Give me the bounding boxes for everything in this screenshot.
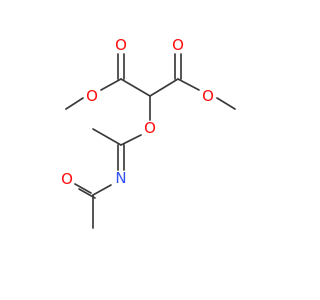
oxygen-atom-right-carbonyl: O [172, 36, 184, 54]
oxygen-atom-left-carbonyl: O [115, 36, 127, 54]
molecule-structure-diagram: O O O O O N O [61, 36, 236, 229]
oxygen-atom-left-methoxy: O [86, 87, 98, 105]
bond-acetyl-double-a [74, 183, 92, 194]
bond-center-to-carbonyl-right [149, 78, 179, 97]
oxygen-atom-right-methoxy: O [202, 87, 214, 105]
bond-methyl-left-to-oxygen [65, 97, 84, 110]
oxygen-atom-acetyl: O [61, 170, 73, 188]
bond-oxygen-to-carbonyl-left [100, 78, 122, 91]
oxygen-atom-imidate: O [144, 119, 156, 137]
atom-label-layer: O O O O O N O [61, 36, 214, 188]
bond-imidate-oxygen-to-carbon [120, 134, 142, 146]
bond-carbonyl-left-to-center [120, 78, 151, 97]
bond-carbonyl-right-to-oxygen [177, 78, 200, 91]
bond-layer [65, 53, 236, 229]
bond-methyl-to-imidate-carbon [92, 128, 122, 146]
bond-oxygen-to-methyl-right [216, 97, 236, 110]
nitrogen-atom-imine: N [115, 169, 126, 187]
bond-nitrogen-to-acetyl-carbon [92, 184, 112, 196]
